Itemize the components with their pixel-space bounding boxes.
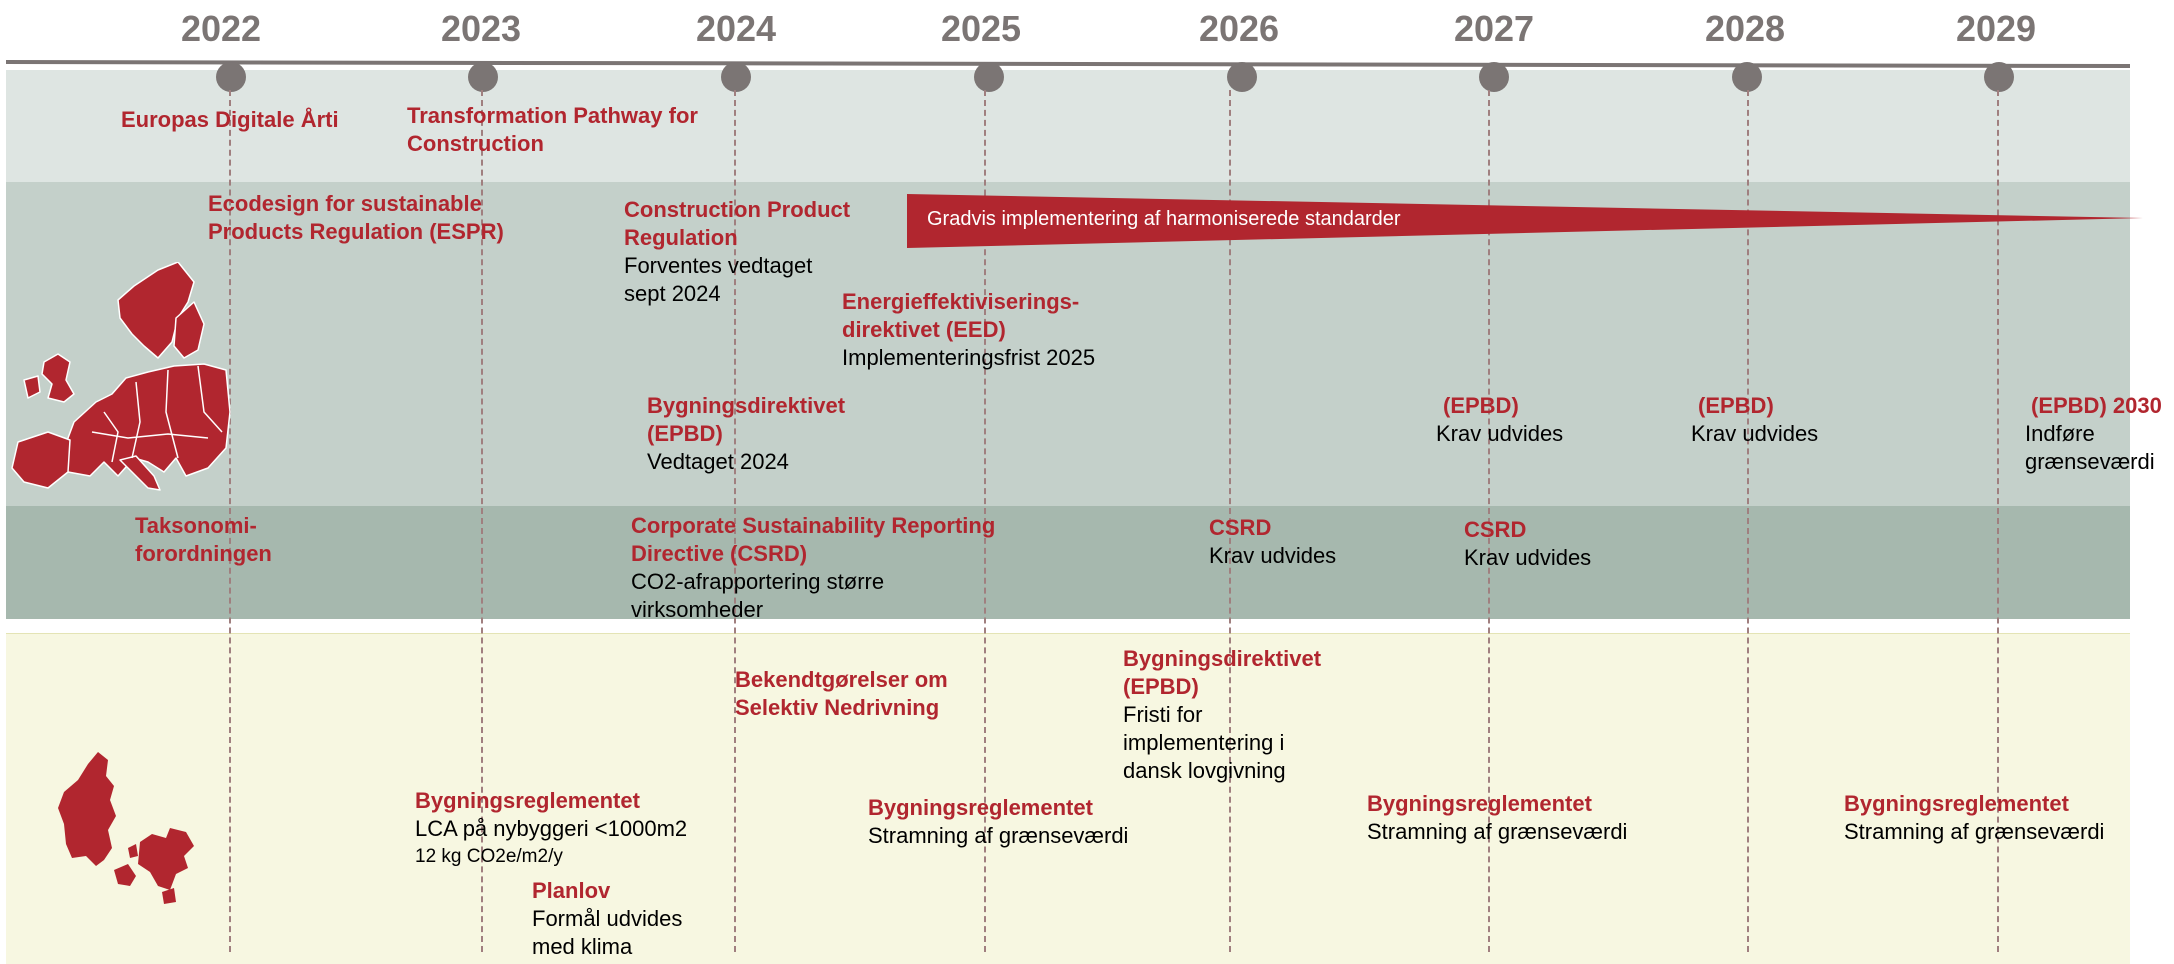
year-marker bbox=[1479, 62, 1509, 92]
event-taxonomy: Taksonomi-forordningen bbox=[135, 512, 325, 568]
event-description: LCA på nybyggeri <1000m2 bbox=[415, 816, 688, 841]
event-br-2029: Bygningsreglementet Stramning af grænsev… bbox=[1844, 790, 2104, 846]
event-title: CSRD bbox=[1209, 515, 1272, 540]
event-description: Krav udvides bbox=[1436, 421, 1564, 446]
event-title: Ecodesign for sustainable Products Regul… bbox=[208, 191, 504, 244]
event-epbd-2027: (EPBD) Krav udvides bbox=[1436, 392, 1563, 448]
year-marker bbox=[1984, 62, 2014, 92]
event-title: Taksonomi-forordningen bbox=[135, 513, 272, 566]
event-description: Forventes vedtaget sept 2024 bbox=[624, 253, 813, 306]
year-marker bbox=[974, 62, 1004, 92]
event-description: Vedtaget 2024 bbox=[647, 449, 789, 474]
event-title: Construction Product Regulation bbox=[624, 197, 851, 250]
year-gridline bbox=[229, 90, 231, 952]
denmark-band bbox=[6, 633, 2130, 964]
year-label: 2028 bbox=[1704, 8, 1786, 49]
event-csrd: Corporate Sustainability Reporting Direc… bbox=[631, 512, 1051, 624]
europe-map-icon bbox=[11, 262, 231, 491]
eu-top-band bbox=[6, 70, 2130, 182]
event-epbd-dk: Bygningsdirektivet (EPBD) Fristi for imp… bbox=[1123, 645, 1353, 785]
event-digital-decade: Europas Digitale Årti bbox=[121, 106, 339, 134]
event-epbd-2030: (EPBD) 2030 Indføre grænseværdi bbox=[2025, 392, 2170, 476]
event-description: Fristi for implementering i dansk lovgiv… bbox=[1123, 702, 1286, 783]
gradual-implementation-banner bbox=[907, 194, 2143, 248]
year-gridline bbox=[1488, 90, 1490, 952]
year-marker bbox=[216, 62, 246, 92]
year-marker bbox=[468, 62, 498, 92]
year-label: 2026 bbox=[1198, 8, 1280, 49]
year-label: 2022 bbox=[180, 8, 262, 49]
year-label: 2023 bbox=[440, 8, 522, 49]
year-gridline bbox=[1229, 90, 1231, 952]
event-selective-demolition: Bekendtgørelser om Selektiv Nedrivning bbox=[735, 666, 995, 722]
event-description-detail: 12 kg CO2e/m2/y bbox=[415, 846, 563, 867]
event-title: CSRD bbox=[1464, 517, 1527, 542]
event-description: Implementeringsfrist 2025 bbox=[842, 345, 1096, 370]
event-description: CO2-afrapportering større virksomheder bbox=[631, 569, 885, 622]
year-marker bbox=[721, 62, 751, 92]
event-description: Krav udvides bbox=[1209, 543, 1337, 568]
denmark-map-icon bbox=[58, 752, 194, 904]
event-title: (EPBD) 2030 bbox=[2031, 393, 2162, 418]
event-title: (EPBD) bbox=[1698, 393, 1774, 418]
event-description: Formål udvides med klima bbox=[532, 906, 683, 959]
event-br-2023: Bygningsreglementet LCA på nybyggeri <10… bbox=[415, 787, 687, 871]
year-label: 2029 bbox=[1955, 8, 2037, 49]
event-cpr: Construction Product Regulation Forvente… bbox=[624, 196, 884, 308]
event-title: Bygningsdirektivet (EPBD) bbox=[1123, 646, 1322, 699]
event-title: Bygningsreglementet bbox=[415, 788, 640, 813]
event-description: Krav udvides bbox=[1464, 545, 1592, 570]
event-epbd-2028: (EPBD) Krav udvides bbox=[1691, 392, 1818, 448]
year-marker bbox=[1227, 62, 1257, 92]
eu-low-band bbox=[6, 506, 2130, 619]
event-description: Stramning af grænseværdi bbox=[1844, 819, 2105, 844]
event-title: Energieffektiviserings-direktivet (EED) bbox=[842, 289, 1080, 342]
event-title: Transformation Pathway for Construction bbox=[407, 103, 698, 156]
event-title: Europas Digitale Årti bbox=[121, 107, 339, 132]
year-label: 2024 bbox=[695, 8, 777, 49]
year-gridline bbox=[1997, 90, 1999, 952]
event-csrd-2026: CSRD Krav udvides bbox=[1209, 514, 1336, 570]
year-label: 2027 bbox=[1453, 8, 1535, 49]
event-description: Stramning af grænseværdi bbox=[1367, 819, 1628, 844]
year-gridline bbox=[1747, 90, 1749, 952]
event-csrd-2027: CSRD Krav udvides bbox=[1464, 516, 1591, 572]
event-eed: Energieffektiviserings-direktivet (EED) … bbox=[842, 288, 1132, 372]
event-title: (EPBD) bbox=[1443, 393, 1519, 418]
year-gridline bbox=[481, 90, 483, 952]
event-br-2025: Bygningsreglementet Stramning af grænsev… bbox=[868, 794, 1128, 850]
event-title: Planlov bbox=[532, 878, 611, 903]
event-description: Indføre grænseværdi bbox=[2025, 421, 2155, 474]
year-marker bbox=[1732, 62, 1762, 92]
event-title: Bygningsreglementet bbox=[1844, 791, 2069, 816]
event-epbd-2024: Bygningsdirektivet (EPBD) Vedtaget 2024 bbox=[647, 392, 887, 476]
event-planlov: Planlov Formål udvides med klima bbox=[532, 877, 712, 961]
event-br-2027: Bygningsreglementet Stramning af grænsev… bbox=[1367, 790, 1627, 846]
event-transformation-pathway: Transformation Pathway for Construction bbox=[407, 102, 707, 158]
banner-label: Gradvis implementering af harmoniserede … bbox=[927, 208, 1401, 230]
year-gridline bbox=[734, 90, 736, 952]
event-title: Bygningsreglementet bbox=[868, 795, 1093, 820]
event-description: Stramning af grænseværdi bbox=[868, 823, 1129, 848]
event-espr: Ecodesign for sustainable Products Regul… bbox=[208, 190, 528, 246]
year-gridline bbox=[984, 90, 986, 952]
event-title: Bygningsreglementet bbox=[1367, 791, 1592, 816]
event-title: Bygningsdirektivet (EPBD) bbox=[647, 393, 846, 446]
event-title: Bekendtgørelser om Selektiv Nedrivning bbox=[735, 667, 948, 720]
event-description: Krav udvides bbox=[1691, 421, 1819, 446]
event-title: Corporate Sustainability Reporting Direc… bbox=[631, 513, 996, 566]
year-label: 2025 bbox=[940, 8, 1022, 49]
